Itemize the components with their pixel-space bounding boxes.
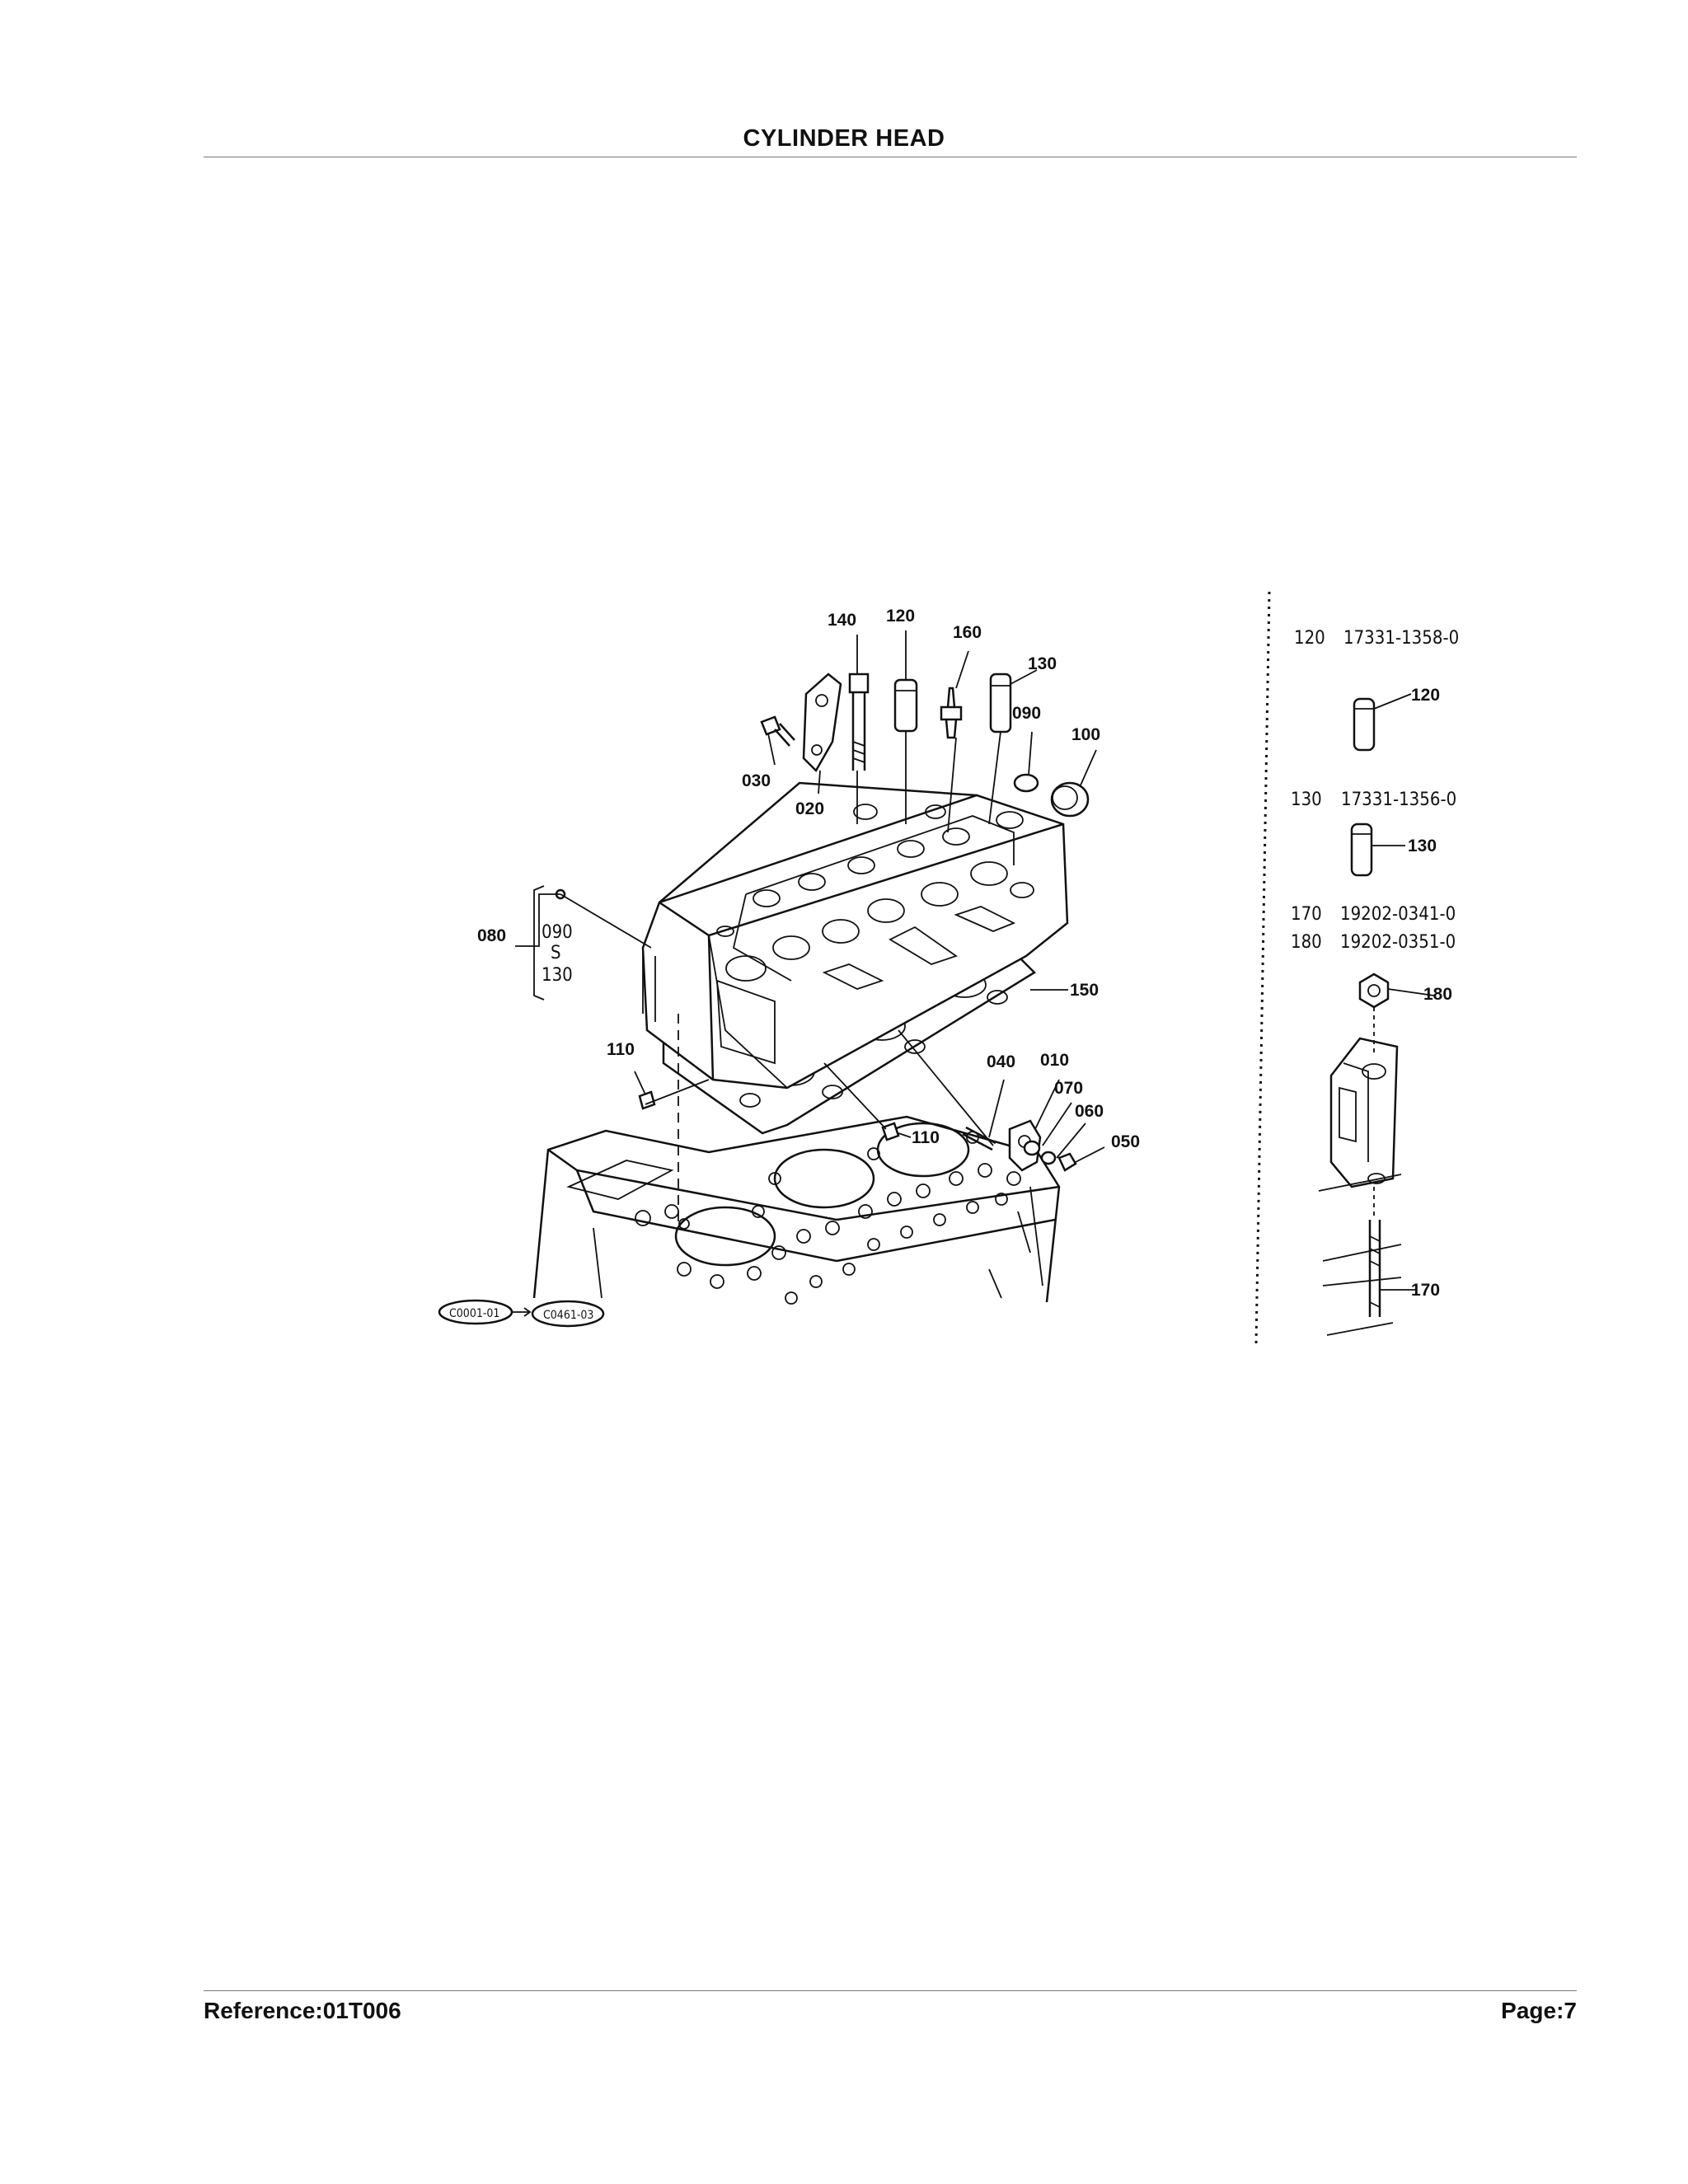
callout-bracket [533, 885, 545, 1001]
callout-050: 050 [1111, 1132, 1140, 1151]
callout-090: 090 [1012, 704, 1041, 723]
reference-oval-2: C0461-03 [543, 1309, 593, 1322]
callout-040: 040 [987, 1052, 1015, 1071]
side-entry-130-partno: 17331-1356-0 [1341, 790, 1456, 810]
side-callout-120: 120 [1411, 686, 1440, 705]
callout-160: 160 [953, 623, 982, 642]
side-panel: 120 17331-1358-0 120 130 17331-1356-0 13… [1291, 628, 1459, 1336]
callout-010: 010 [1040, 1051, 1069, 1070]
callout-030: 030 [742, 771, 771, 790]
reference-oval-1: C0001-01 [449, 1307, 499, 1320]
side-entry-180-partno: 19202-0351-0 [1340, 932, 1456, 953]
callout-110-left: 110 [607, 1040, 635, 1059]
callout-020: 020 [795, 799, 824, 818]
panel-separator [1254, 591, 1271, 1344]
callout-080-range-end: 130 [542, 965, 573, 986]
side-callout-170: 170 [1411, 1281, 1440, 1300]
side-entry-120-ref: 120 [1294, 628, 1325, 649]
callout-120: 120 [886, 607, 915, 626]
page-number: Page:7 [1501, 1998, 1577, 2023]
engine-block-drawing [532, 1115, 1061, 1305]
page-title: CYLINDER HEAD [743, 125, 945, 152]
side-entry-170-ref: 170 [1291, 904, 1322, 925]
footer-divider [204, 1990, 1577, 1991]
callout-060: 060 [1075, 1102, 1104, 1121]
callout-labels: 140 120 160 130 090 100 030 020 080 090 … [477, 607, 1140, 1151]
side-entry-170-partno: 19202-0341-0 [1340, 904, 1456, 925]
side-entry-180-ref: 180 [1291, 932, 1322, 953]
callout-080: 080 [477, 926, 506, 945]
side-entry-120-partno: 17331-1358-0 [1343, 628, 1459, 649]
callout-080-range-sep: S [551, 943, 561, 963]
leader-lines [515, 630, 1105, 1224]
small-parts-drawing [555, 673, 1090, 1230]
callout-150: 150 [1070, 981, 1099, 1000]
side-entry-130-ref: 130 [1291, 790, 1322, 810]
callout-110-right: 110 [912, 1128, 940, 1147]
callout-080-range-start: 090 [542, 922, 573, 943]
side-callout-180: 180 [1423, 985, 1452, 1004]
cylinder-head-drawing [641, 781, 1069, 1090]
callout-100: 100 [1071, 725, 1100, 744]
callout-130: 130 [1028, 654, 1057, 673]
side-callout-130: 130 [1408, 837, 1437, 855]
callout-140: 140 [828, 611, 856, 630]
reference-label: Reference:01T006 [204, 1998, 401, 2023]
reference-ovals: C0001-01 C0461-03 [438, 1299, 605, 1328]
callout-070: 070 [1054, 1079, 1083, 1098]
